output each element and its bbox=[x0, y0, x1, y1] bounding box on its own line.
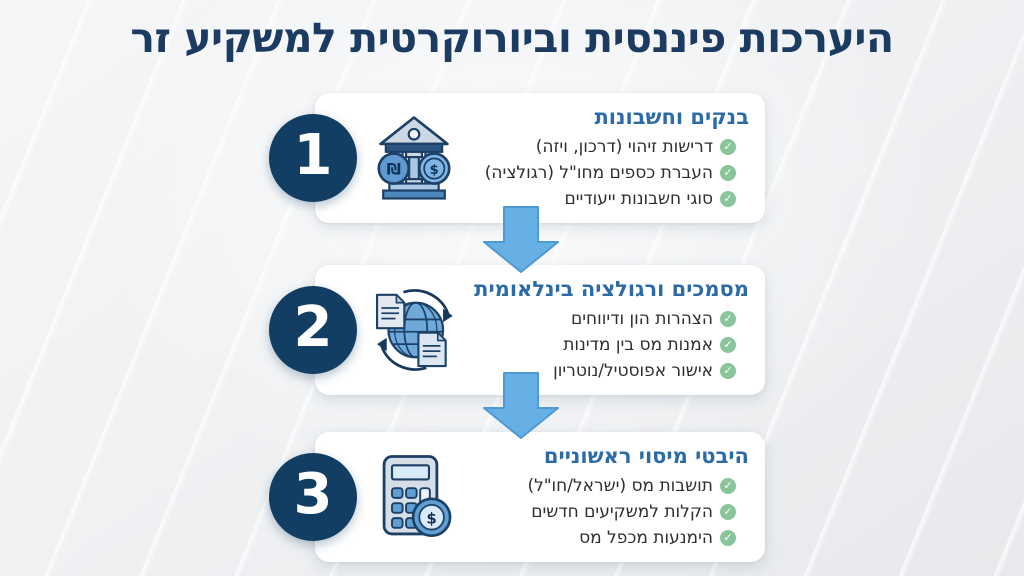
check-icon: ✓ bbox=[720, 363, 736, 379]
step-heading: בנקים וחשבונות bbox=[594, 105, 749, 129]
down-arrow-icon bbox=[483, 372, 559, 439]
item-text: סוגי חשבונות ייעודיים bbox=[564, 189, 713, 209]
item-text: העברת כספים מחו"ל (רגולציה) bbox=[484, 163, 713, 183]
item-text: הקלות למשקיעים חדשים bbox=[531, 502, 713, 522]
checklist-item: ✓ העברת כספים מחו"ל (רגולציה) bbox=[465, 160, 736, 186]
checklist: ✓ תושבות מס (ישראל/חו"ל) ✓ הקלות למשקיעי… bbox=[465, 471, 749, 551]
checklist-item: ✓ אישור אפוסטיל/נוטריון bbox=[465, 358, 736, 384]
checklist: ✓ הצהרות הון ודיווחים ✓ אמנות מס בין מדי… bbox=[465, 304, 749, 384]
bank-icon: ₪ $ bbox=[370, 109, 458, 207]
check-icon: ✓ bbox=[720, 139, 736, 155]
checklist-item: ✓ דרישות זיהוי (דרכון, ויזה) bbox=[465, 134, 736, 160]
step-card-documents: 2 מסמכים ורגולציה בינלאומית bbox=[269, 265, 765, 395]
check-icon: ✓ bbox=[720, 165, 736, 181]
checklist-item: ✓ סוגי חשבונות ייעודיים bbox=[465, 186, 736, 212]
step-card-banks: 1 ₪ $ בנקים וחשבונות ✓ דרישות זיהוי (דרכ… bbox=[269, 93, 765, 223]
step-number: 3 bbox=[293, 462, 333, 527]
step-card-taxation: 3 $ היבטי מיסוי ראשוניים ✓ תושבות מס (יש… bbox=[269, 432, 765, 562]
item-text: הימנעות מכפל מס bbox=[579, 528, 713, 548]
check-icon: ✓ bbox=[720, 311, 736, 327]
calculator-icon: $ bbox=[370, 448, 458, 546]
checklist-item: ✓ אמנות מס בין מדינות bbox=[465, 332, 736, 358]
item-text: תושבות מס (ישראל/חו"ל) bbox=[527, 476, 713, 496]
check-icon: ✓ bbox=[720, 478, 736, 494]
checklist-item: ✓ הקלות למשקיעים חדשים bbox=[465, 499, 736, 525]
step-number-badge: 3 bbox=[269, 453, 357, 541]
step-number: 1 bbox=[293, 123, 333, 188]
checklist-item: ✓ הצהרות הון ודיווחים bbox=[465, 306, 736, 332]
check-icon: ✓ bbox=[720, 191, 736, 207]
svg-text:$: $ bbox=[426, 509, 436, 527]
check-icon: ✓ bbox=[720, 504, 736, 520]
checklist-item: ✓ תושבות מס (ישראל/חו"ל) bbox=[465, 473, 736, 499]
check-icon: ✓ bbox=[720, 337, 736, 353]
step-heading: היבטי מיסוי ראשוניים bbox=[543, 444, 749, 468]
step-content: מסמכים ורגולציה בינלאומית ✓ הצהרות הון ו… bbox=[465, 274, 749, 384]
checklist-item: ✓ הימנעות מכפל מס bbox=[465, 525, 736, 551]
item-text: אישור אפוסטיל/נוטריון bbox=[553, 361, 713, 381]
documents-globe-icon bbox=[370, 281, 458, 379]
step-number: 2 bbox=[293, 295, 333, 360]
svg-text:₪: ₪ bbox=[387, 160, 401, 179]
down-arrow-icon bbox=[483, 206, 559, 273]
step-heading: מסמכים ורגולציה בינלאומית bbox=[474, 277, 749, 301]
svg-text:$: $ bbox=[430, 163, 439, 178]
step-content: היבטי מיסוי ראשוניים ✓ תושבות מס (ישראל/… bbox=[465, 441, 749, 551]
page-title: היערכות פיננסית וביורוקרטית למשקיע זר bbox=[130, 14, 894, 62]
item-text: הצהרות הון ודיווחים bbox=[570, 309, 713, 329]
step-content: בנקים וחשבונות ✓ דרישות זיהוי (דרכון, וי… bbox=[465, 102, 749, 212]
check-icon: ✓ bbox=[720, 530, 736, 546]
checklist: ✓ דרישות זיהוי (דרכון, ויזה) ✓ העברת כספ… bbox=[465, 132, 749, 212]
step-number-badge: 2 bbox=[269, 286, 357, 374]
step-number-badge: 1 bbox=[269, 114, 357, 202]
item-text: אמנות מס בין מדינות bbox=[563, 335, 713, 355]
item-text: דרישות זיהוי (דרכון, ויזה) bbox=[535, 137, 713, 157]
